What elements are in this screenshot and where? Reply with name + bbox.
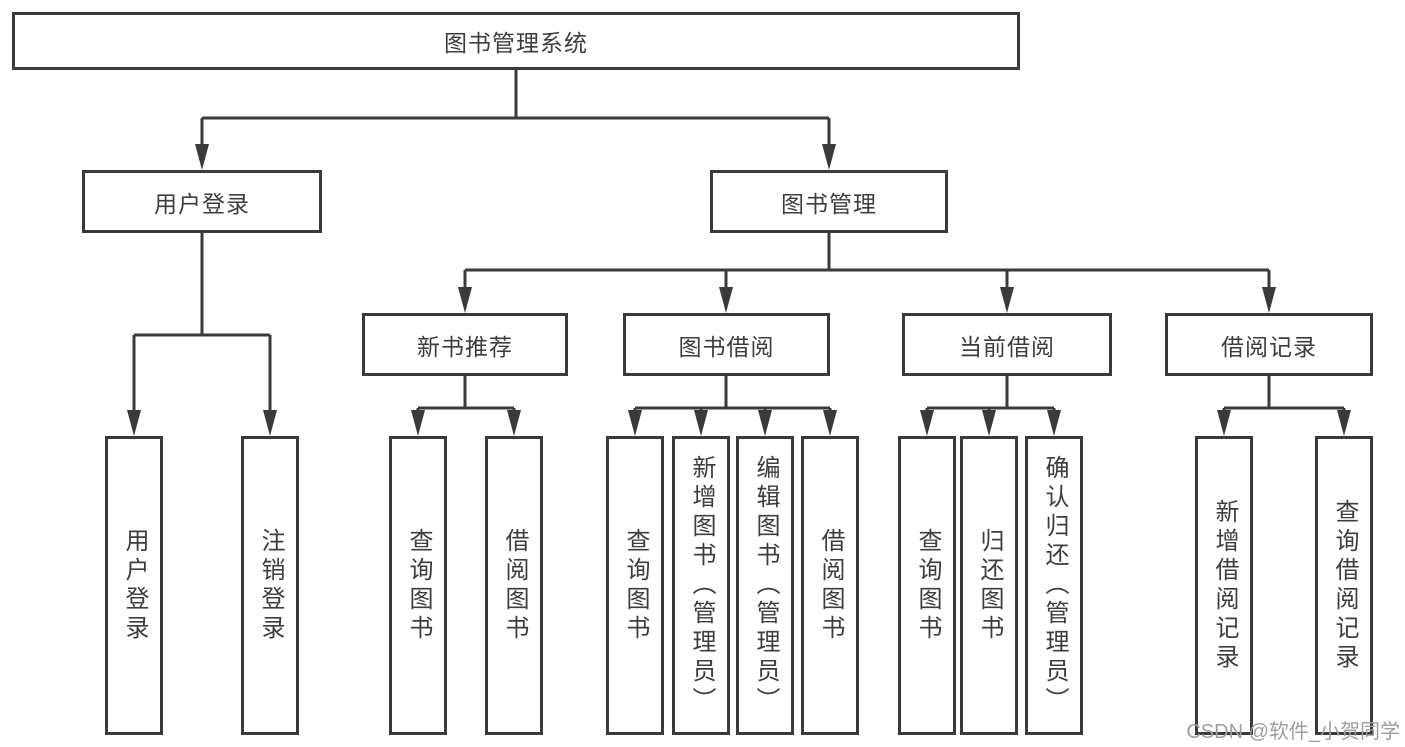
leaf-current-query-book: 查询图书 xyxy=(898,436,956,735)
csdn-watermark: CSDN @软件_小贺同学 xyxy=(1186,721,1400,743)
leaf-current-confirm-return-admin: 确认归还（管理员） xyxy=(1025,436,1083,735)
node-book-management: 图书管理 xyxy=(710,170,948,233)
arrowheads xyxy=(127,144,1351,436)
node-root-system: 图书管理系统 xyxy=(12,12,1020,70)
leaf-borrow-borrow-book: 借阅图书 xyxy=(801,436,859,735)
leaf-newrec-query-book: 查询图书 xyxy=(389,436,447,735)
node-new-book-recommend: 新书推荐 xyxy=(362,313,568,376)
leaf-logout: 注销登录 xyxy=(241,436,299,735)
leaf-current-return-book: 归还图书 xyxy=(960,436,1018,735)
node-book-borrow: 图书借阅 xyxy=(623,313,830,376)
node-current-borrow: 当前借阅 xyxy=(902,313,1112,376)
leaf-user-login: 用户登录 xyxy=(105,436,163,735)
leaf-borrow-edit-book-admin: 编辑图书（管理员） xyxy=(736,436,794,735)
leaf-record-add-borrow-record: 新增借阅记录 xyxy=(1195,436,1253,735)
leaf-record-query-borrow-record: 查询借阅记录 xyxy=(1315,436,1373,735)
node-borrow-record: 借阅记录 xyxy=(1165,313,1373,376)
leaf-borrow-query-book: 查询图书 xyxy=(606,436,664,735)
node-user-login: 用户登录 xyxy=(82,170,322,233)
leaf-borrow-add-book-admin: 新增图书（管理员） xyxy=(672,436,730,735)
leaf-newrec-borrow-book: 借阅图书 xyxy=(485,436,543,735)
